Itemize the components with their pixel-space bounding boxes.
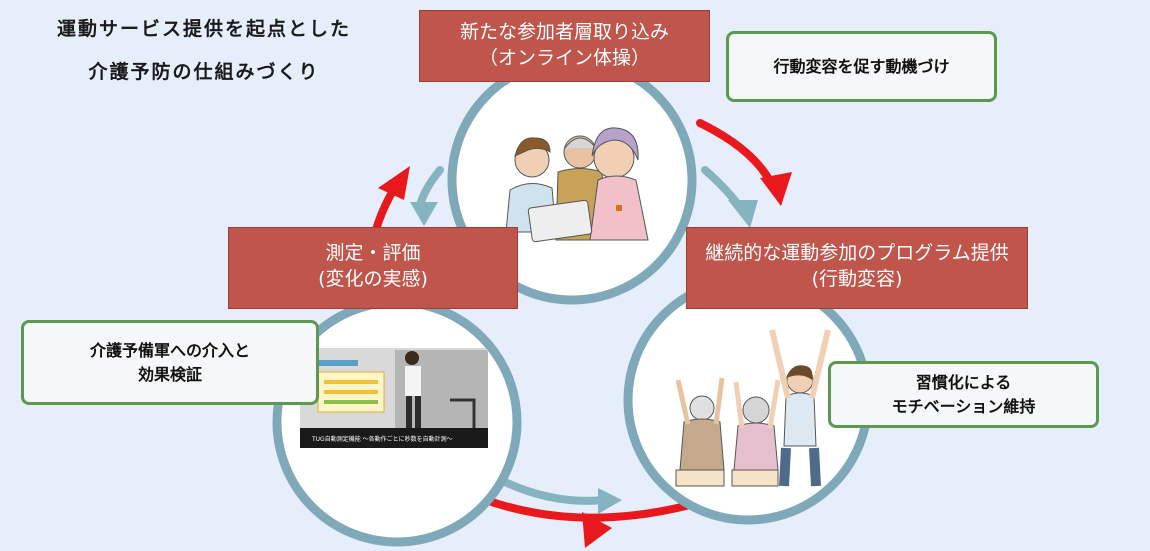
photo-caption: TUG自動測定機能 ～各動作ごとに秒数を自動計測～ bbox=[311, 435, 453, 443]
red-arrowhead-right bbox=[760, 172, 792, 206]
teal-arc-bottom bbox=[501, 478, 609, 505]
teal-arrowhead-left bbox=[410, 202, 438, 226]
stage-left-line1: 測定・評価 bbox=[325, 242, 421, 264]
stage-box-left: 測定・評価 (変化の実感) bbox=[228, 227, 518, 309]
diagram-title-line1: 運動サービス提供を起点とした bbox=[56, 18, 351, 40]
red-arrowhead-bottom bbox=[582, 512, 612, 548]
stage-top-line1: 新たな参加者層取り込み bbox=[459, 21, 669, 43]
teal-arrowheads bbox=[410, 200, 758, 514]
seniors-tablet-illustration bbox=[505, 127, 649, 243]
callout-motivation-text: 行動変容を促す動機づけ bbox=[773, 56, 950, 76]
callout-habit: 習慣化による モチベーション維持 bbox=[828, 361, 1099, 428]
red-arc-bottom bbox=[466, 490, 694, 522]
stage-box-top: 新たな参加者層取り込み （オンライン体操） bbox=[419, 10, 710, 82]
red-arrowheads bbox=[378, 166, 792, 548]
teal-arc-left bbox=[416, 166, 444, 209]
callout-prevention: 介護予備軍への介入と 効果検証 bbox=[21, 320, 319, 405]
diagram-title-line2: 介護予防の仕組みづくり bbox=[88, 61, 320, 83]
stage-left-line2: (変化の実感) bbox=[318, 268, 428, 290]
teal-arrowhead-right bbox=[728, 200, 758, 228]
stage-box-right: 継続的な運動参加のプログラム提供 (行動変容) bbox=[686, 227, 1028, 309]
callout-habit-line2: モチベーション維持 bbox=[891, 396, 1036, 416]
callout-prevention-line2: 効果検証 bbox=[137, 364, 202, 384]
callout-prevention-line1: 介護予備軍への介入と bbox=[89, 340, 250, 360]
callout-habit-line1: 習慣化による bbox=[915, 372, 1012, 392]
raised-arms-illustration bbox=[675, 329, 831, 487]
stage-top-line2: （オンライン体操） bbox=[478, 47, 650, 69]
teal-arrowhead-bottom bbox=[598, 488, 622, 514]
stage-right-line2: (行動変容) bbox=[811, 268, 903, 290]
tug-measurement-photo: TUG自動測定機能 ～各動作ごとに秒数を自動計測～ bbox=[300, 348, 488, 448]
red-arrowhead-left bbox=[378, 166, 410, 200]
stage-right-line1: 継続的な運動参加のプログラム提供 bbox=[705, 242, 1009, 264]
callout-motivation: 行動変容を促す動機づけ bbox=[726, 31, 997, 102]
